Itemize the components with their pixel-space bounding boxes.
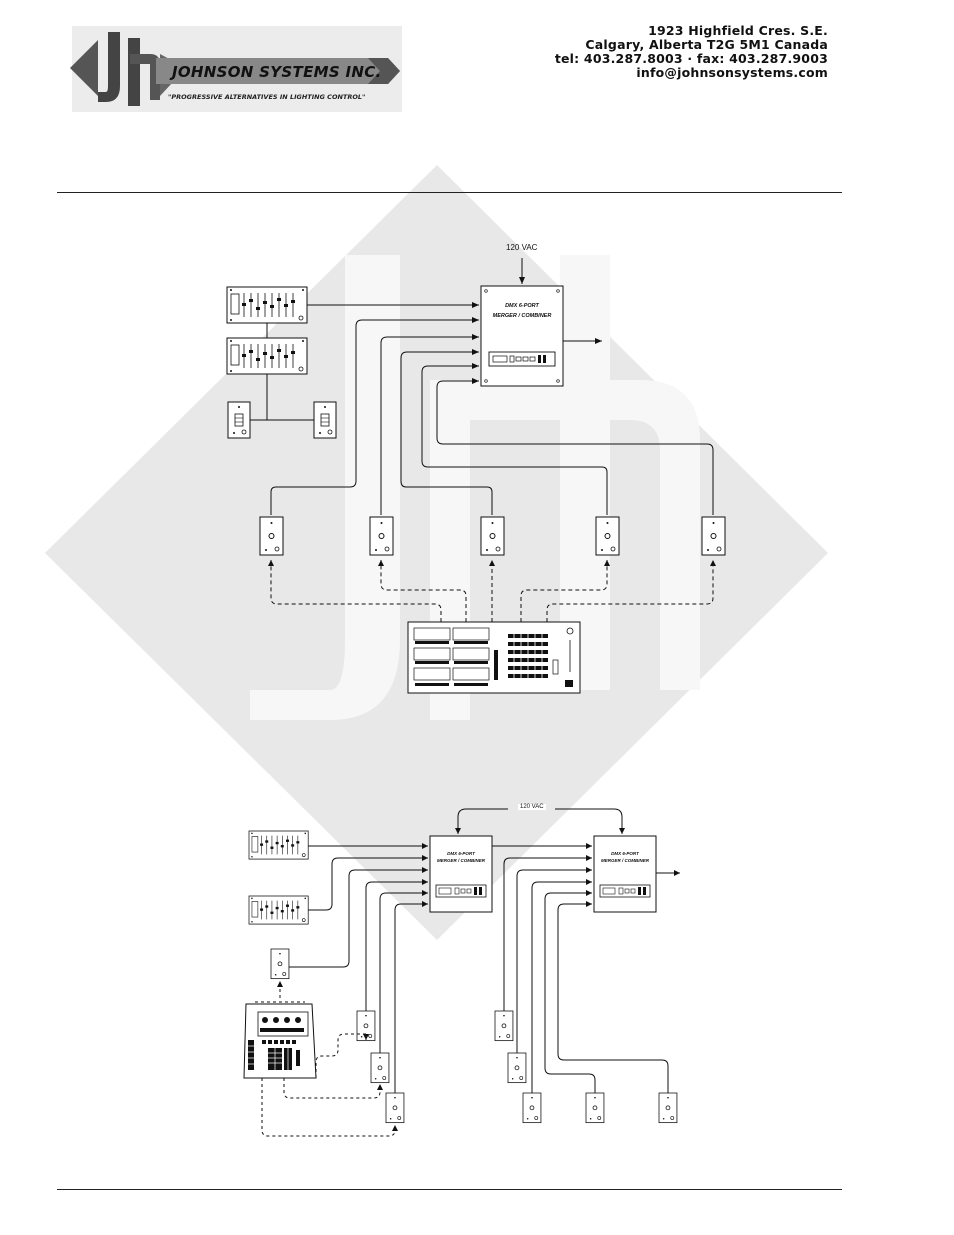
d2-power-label: 120 VAC <box>518 804 546 810</box>
d1-wall-station-2 <box>370 517 393 555</box>
d1-wall-station-1 <box>260 517 283 555</box>
d1-fader-panel-1 <box>227 287 307 323</box>
d2-merger2-subtitle: MERGER / COMBINER <box>594 858 656 863</box>
d2-fader-panel-2 <box>249 896 308 924</box>
d2-wall-station-i <box>659 1093 677 1123</box>
d2-wall-station-b <box>357 1011 375 1041</box>
d1-merger-title: DMX 6-PORT <box>481 303 563 309</box>
d1-merger-subtitle: MERGER / COMBINER <box>481 313 563 319</box>
d1-lighting-console <box>408 622 580 693</box>
d1-scene-station-2 <box>314 402 336 438</box>
d2-merger-box-2 <box>594 836 656 912</box>
d2-fader-panel-1 <box>249 831 308 859</box>
d1-wall-station-3 <box>481 517 504 555</box>
d2-merger-box-1 <box>430 836 492 912</box>
d2-wall-station-a <box>271 949 289 979</box>
d1-wall-station-4 <box>596 517 619 555</box>
d2-merger1-subtitle: MERGER / COMBINER <box>430 858 492 863</box>
d1-merger-box <box>481 286 563 386</box>
d2-lighting-console <box>244 1004 316 1078</box>
d2-wall-station-f <box>508 1053 526 1083</box>
d1-wall-station-5 <box>702 517 725 555</box>
d2-wall-station-c <box>371 1053 389 1083</box>
d1-wireless-links <box>271 560 713 622</box>
d2-wall-station-d <box>386 1093 404 1123</box>
d1-fader-panel-2 <box>227 338 307 374</box>
d1-scene-station-1 <box>228 402 250 438</box>
d2-wall-station-h <box>586 1093 604 1123</box>
d2-wall-station-g <box>523 1093 541 1123</box>
d2-merger1-title: DMX 6-PORT <box>430 851 492 856</box>
d1-power-label: 120 VAC <box>506 243 537 252</box>
d2-merger2-title: DMX 6-PORT <box>594 851 656 856</box>
d2-wall-station-e <box>495 1011 513 1041</box>
